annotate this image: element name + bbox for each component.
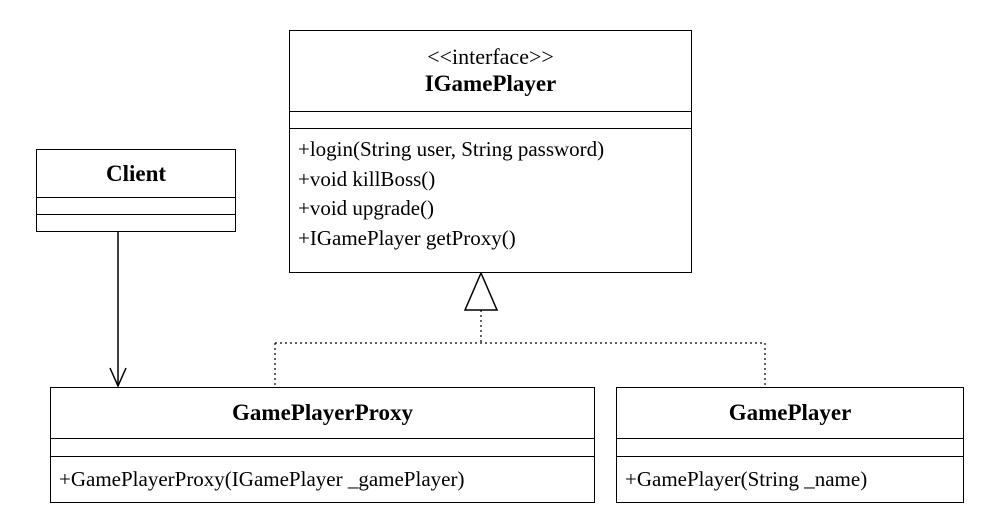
operation-constructor: +GamePlayerProxy(IGamePlayer _gamePlayer… <box>59 467 465 491</box>
class-name: IGamePlayer <box>424 71 557 96</box>
attributes-compartment <box>37 197 235 214</box>
operation-killboss: +void killBoss() <box>298 166 436 191</box>
class-client: Client <box>36 149 236 232</box>
operations-compartment: +GamePlayerProxy(IGamePlayer _gamePlayer… <box>51 456 594 495</box>
class-name: Client <box>105 160 167 186</box>
client-dependency-arrowhead <box>109 367 127 388</box>
class-header: GamePlayerProxy <box>51 388 594 438</box>
operation-login: +login(String user, String password) <box>298 137 605 161</box>
realization-triangle-arrowhead <box>463 271 499 311</box>
interface-stereotype: <<interface>> <box>427 44 554 69</box>
class-header: <<interface>> IGamePlayer <box>290 31 691 111</box>
operations-compartment <box>37 214 235 231</box>
operations-compartment: +GamePlayer(String _name) <box>617 456 963 495</box>
class-name: GamePlayerProxy <box>232 400 413 425</box>
operation-upgrade: +void upgrade() <box>298 196 435 220</box>
class-name: GamePlayer <box>728 400 852 425</box>
operation-constructor: +GamePlayer(String _name) <box>625 467 868 491</box>
class-header: GamePlayer <box>617 388 963 438</box>
class-header: Client <box>37 150 235 197</box>
attributes-compartment <box>617 438 963 456</box>
attributes-compartment <box>290 111 691 128</box>
operation-getproxy: +IGamePlayer getProxy() <box>298 225 516 250</box>
operations-compartment: +login(String user, String password) +vo… <box>290 128 691 253</box>
attributes-compartment <box>51 438 594 456</box>
class-gameplayer: GamePlayer +GamePlayer(String _name) <box>616 387 964 503</box>
class-gameplayerproxy: GamePlayerProxy +GamePlayerProxy(IGamePl… <box>50 387 595 503</box>
class-igameplayer: <<interface>> IGamePlayer +login(String … <box>289 30 692 273</box>
